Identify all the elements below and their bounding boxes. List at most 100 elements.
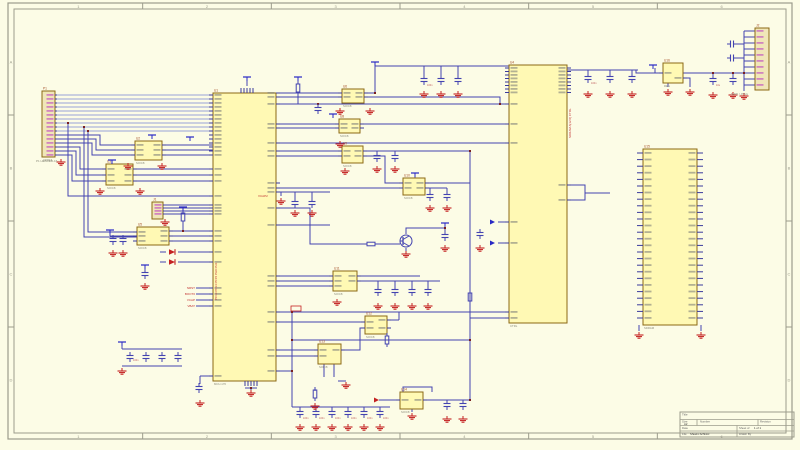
capacitor[interactable] (344, 408, 352, 418)
power-symbol[interactable] (243, 76, 251, 81)
transistor[interactable] (399, 234, 413, 248)
capacitor[interactable] (727, 40, 737, 48)
capacitor[interactable] (314, 104, 322, 114)
wire[interactable] (55, 138, 135, 151)
ground-symbol[interactable] (140, 283, 150, 290)
ground-symbol[interactable] (634, 332, 644, 339)
power-symbol[interactable] (294, 76, 302, 81)
ground-symbol[interactable] (453, 91, 463, 98)
wire[interactable] (402, 386, 433, 392)
ground-symbol[interactable] (95, 188, 105, 195)
capacitor[interactable] (142, 352, 150, 362)
wire[interactable] (55, 142, 135, 156)
connector-J1[interactable]: J1 (151, 198, 164, 220)
resistor[interactable] (384, 333, 390, 347)
ic-body[interactable] (508, 64, 568, 324)
ground-symbol[interactable] (401, 251, 411, 258)
ground-symbol[interactable] (728, 92, 738, 99)
capacitor[interactable] (126, 352, 134, 362)
ground-symbol[interactable] (307, 210, 317, 217)
capacitor[interactable] (174, 352, 182, 362)
ground-symbol[interactable] (442, 205, 452, 212)
capacitor[interactable] (195, 383, 203, 393)
ground-symbol[interactable] (407, 413, 417, 420)
ground-symbol[interactable] (359, 424, 369, 431)
capacitor[interactable] (729, 75, 737, 85)
ground-symbol[interactable] (195, 400, 205, 407)
ground-symbol[interactable] (290, 210, 300, 217)
capacitor[interactable] (376, 408, 384, 418)
ground-symbol[interactable] (663, 89, 673, 96)
ground-symbol[interactable] (276, 198, 286, 205)
ground-symbol[interactable] (475, 245, 485, 252)
wire[interactable] (364, 96, 501, 104)
power-symbol[interactable] (371, 61, 379, 66)
res-body[interactable] (366, 241, 376, 247)
ground-symbol[interactable] (311, 424, 321, 431)
capacitor[interactable] (443, 400, 451, 410)
capacitor[interactable] (476, 229, 484, 239)
capacitor[interactable] (454, 75, 462, 85)
power-symbol[interactable] (411, 172, 419, 177)
ground-symbol[interactable] (583, 91, 593, 98)
ground-symbol[interactable] (343, 424, 353, 431)
capacitor[interactable] (328, 408, 336, 418)
power-symbol[interactable] (148, 134, 156, 139)
capacitor[interactable] (391, 152, 399, 162)
ground-symbol[interactable] (335, 141, 345, 148)
ground-symbol[interactable] (246, 390, 256, 397)
ground-symbol[interactable] (135, 188, 145, 195)
capacitor[interactable] (296, 408, 304, 418)
res-body[interactable] (295, 83, 301, 93)
ground-symbol[interactable] (605, 91, 615, 98)
wire[interactable] (635, 70, 663, 74)
capacitor[interactable] (408, 286, 416, 296)
resistor[interactable] (295, 81, 301, 95)
ground-symbol[interactable] (295, 424, 305, 431)
connector-J2[interactable]: J2 (754, 24, 770, 91)
capacitor[interactable] (420, 75, 428, 85)
wire[interactable] (67, 123, 213, 197)
capacitor[interactable] (426, 191, 434, 201)
power-symbol[interactable] (179, 206, 187, 211)
ground-symbol[interactable] (157, 163, 167, 170)
ic-body[interactable] (642, 148, 698, 326)
ground-symbol[interactable] (685, 89, 695, 96)
power-symbol[interactable] (141, 264, 149, 269)
capacitor[interactable] (424, 286, 432, 296)
resistor[interactable] (364, 241, 378, 247)
ic-body[interactable] (364, 315, 388, 335)
net-arrow[interactable] (490, 219, 495, 225)
ground-symbol[interactable] (739, 93, 749, 100)
capacitor[interactable] (119, 235, 127, 245)
ground-symbol[interactable] (123, 163, 133, 170)
ground-symbol[interactable] (372, 166, 382, 173)
wire[interactable] (567, 184, 586, 201)
capacitor[interactable] (373, 152, 381, 162)
ground-symbol[interactable] (108, 250, 118, 257)
ground-symbol[interactable] (332, 299, 342, 306)
ground-symbol[interactable] (423, 303, 433, 310)
ground-symbol[interactable] (440, 245, 450, 252)
capacitor[interactable] (606, 73, 614, 83)
resistor[interactable] (312, 387, 318, 401)
capacitor[interactable] (308, 198, 316, 208)
ic-body[interactable] (402, 177, 426, 196)
ic-body[interactable] (338, 118, 361, 134)
wire[interactable] (55, 154, 106, 182)
net-label-box[interactable] (290, 305, 302, 312)
capacitor[interactable] (109, 235, 117, 245)
capacitor[interactable] (291, 198, 299, 208)
wire[interactable] (55, 134, 135, 146)
